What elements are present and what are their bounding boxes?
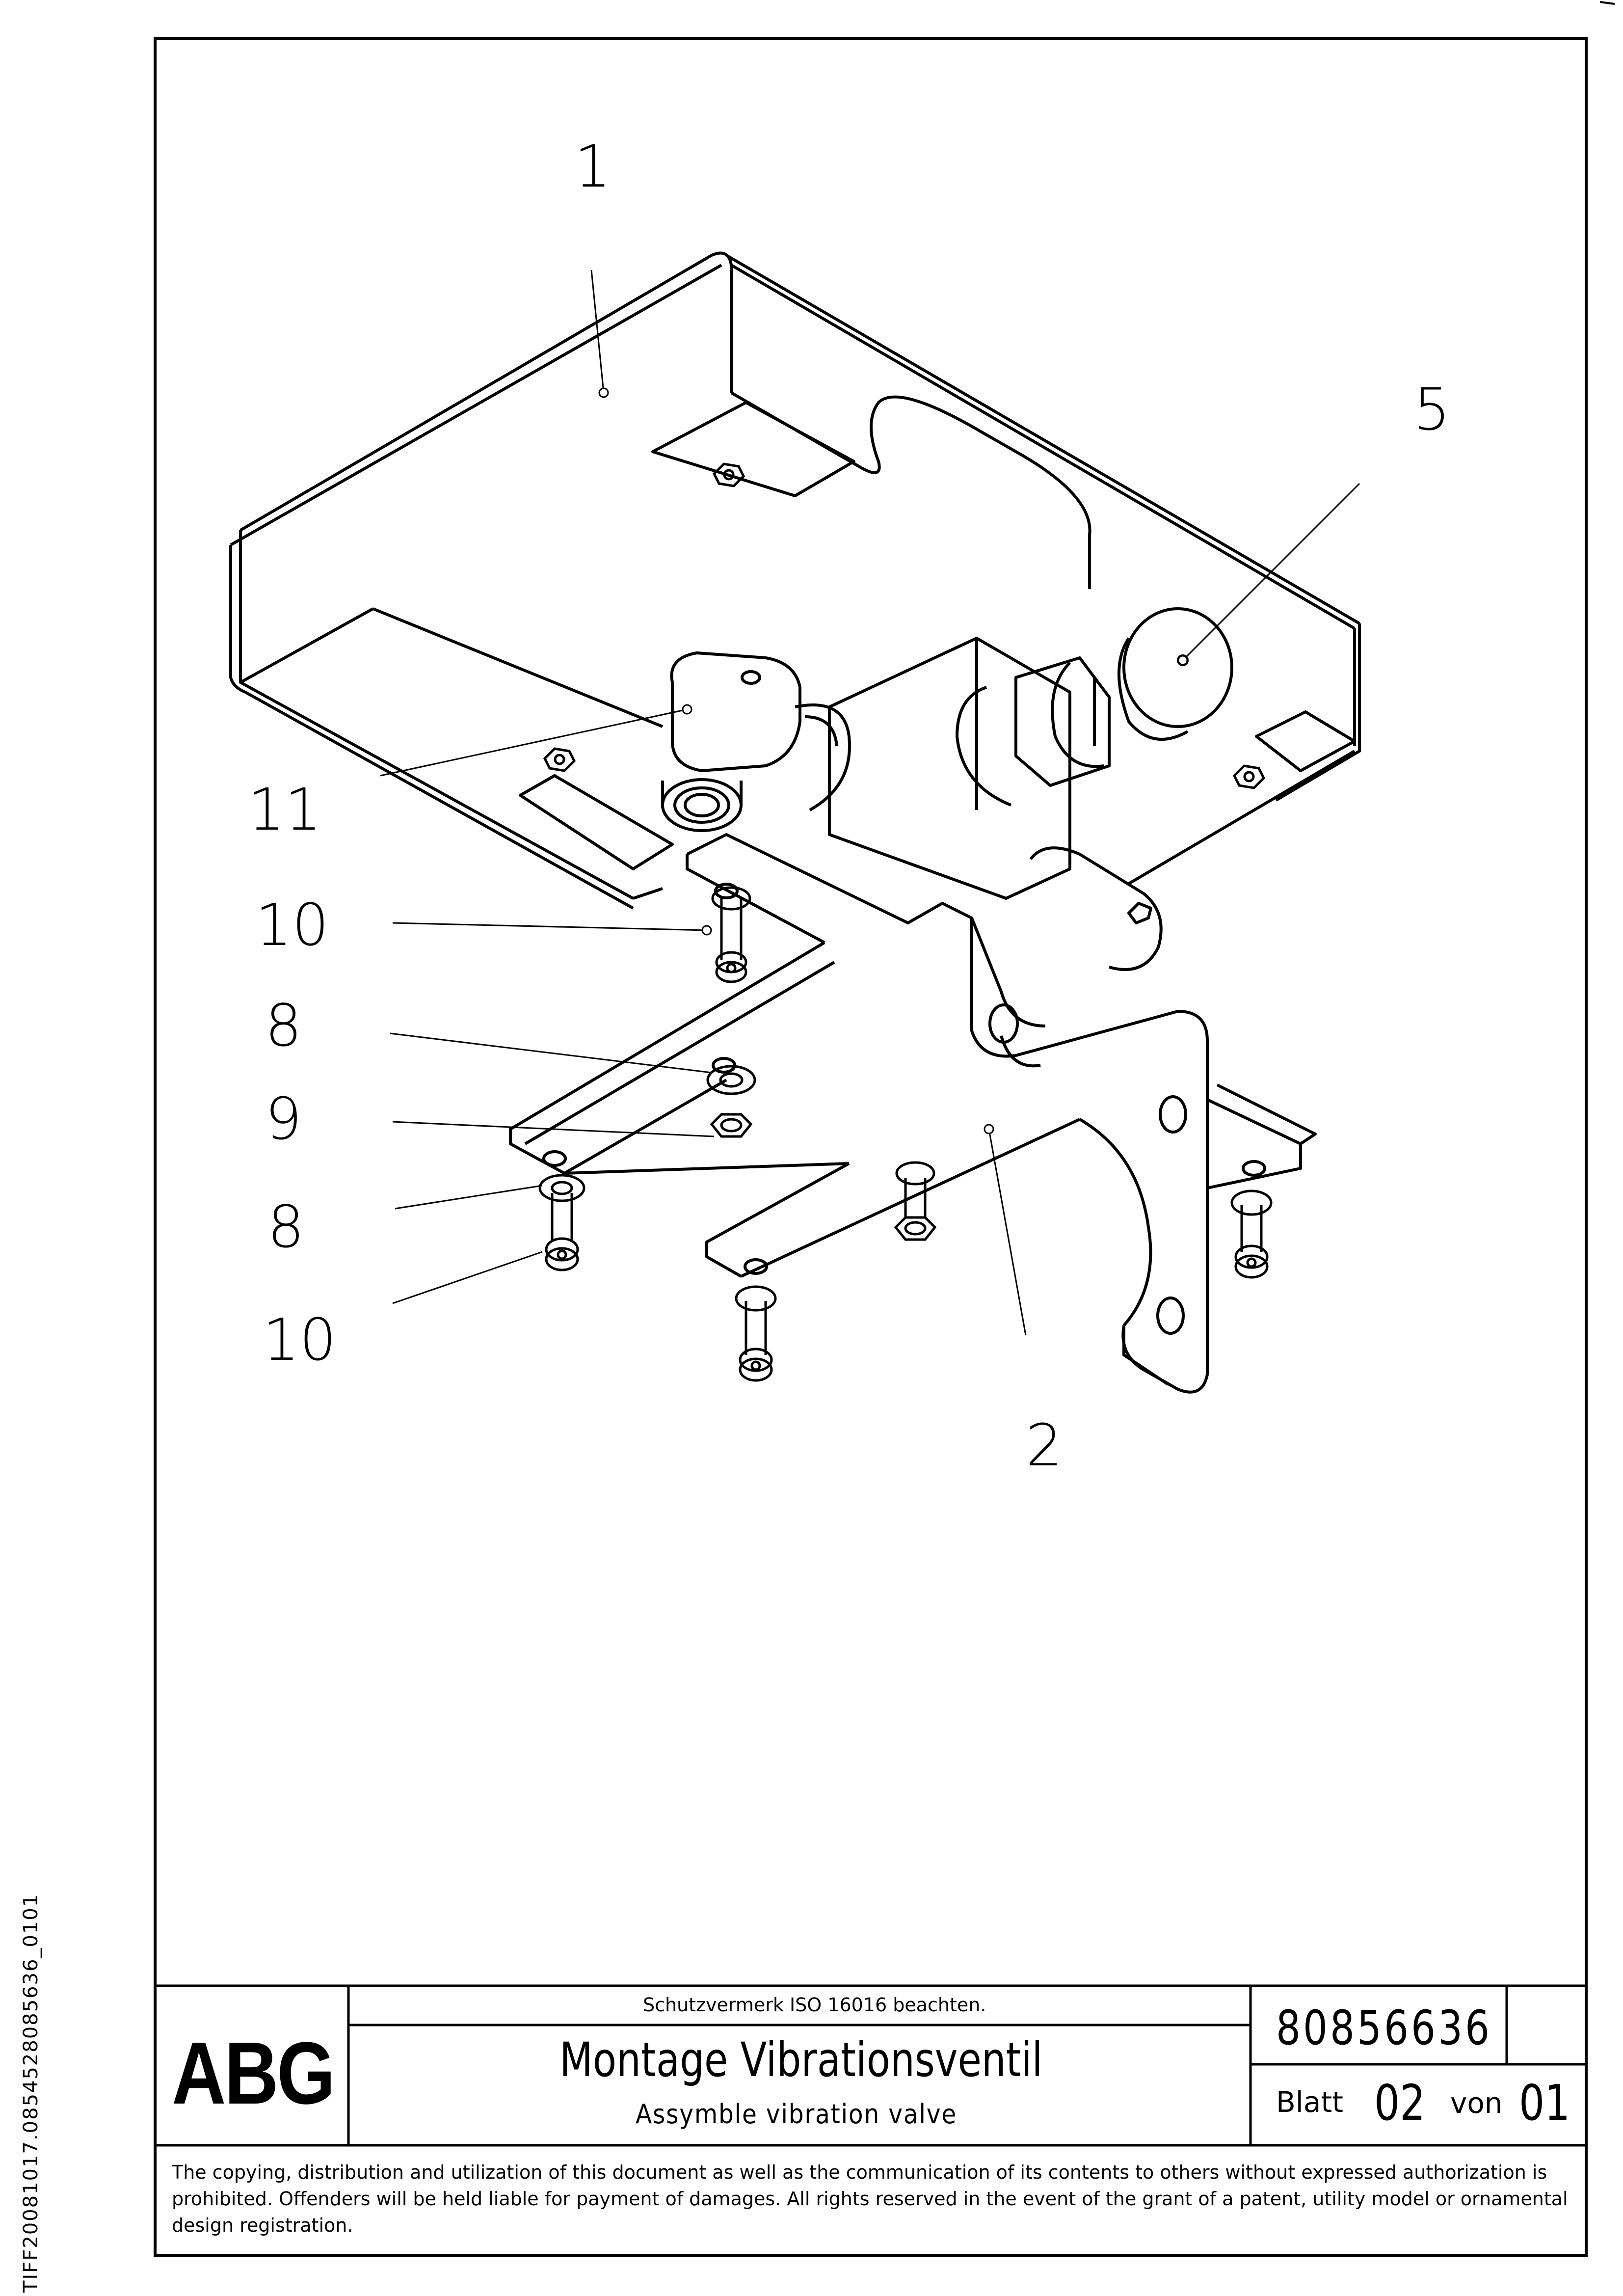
copyright-notice: The copying, distribution and utilizatio… [172, 2161, 1568, 2236]
callout-8-lower: 8 [267, 1193, 304, 1261]
valve-assembly [661, 607, 1233, 971]
fasteners [538, 886, 1273, 1382]
callout-10-upper: 10 [255, 891, 329, 959]
callout-5: 5 [1413, 376, 1450, 443]
sheet-label: Blatt [1276, 2085, 1343, 2119]
protection-note: Schutzvermerk ISO 16016 beachten. [643, 1994, 986, 2016]
sheet-total: 01 [1519, 2074, 1570, 2132]
drawing-frame [154, 37, 1588, 2257]
title-german: Montage Vibrationsventil [559, 2032, 1043, 2087]
callout-10-lower: 10 [263, 1306, 336, 1374]
leader-lines [380, 270, 1360, 1336]
corner-mark [1599, 1, 1615, 5]
title-block-grid [155, 1984, 1586, 2147]
callout-11: 11 [248, 776, 321, 843]
box-nuts [543, 462, 1266, 789]
title-english: Assymble vibration valve [636, 2099, 958, 2130]
sheet-number: 02 [1374, 2074, 1426, 2132]
abg-logo: ABG [172, 2024, 335, 2123]
part-cover-box [229, 251, 1361, 910]
callout-9: 9 [265, 1085, 302, 1153]
callout-1: 1 [574, 133, 611, 200]
drawing-number: 80856636 [1276, 2000, 1492, 2055]
of-label: von [1450, 2086, 1503, 2120]
callout-2: 2 [1026, 1411, 1063, 1479]
callout-8-upper: 8 [265, 992, 302, 1059]
part-bracket [509, 833, 1317, 1394]
